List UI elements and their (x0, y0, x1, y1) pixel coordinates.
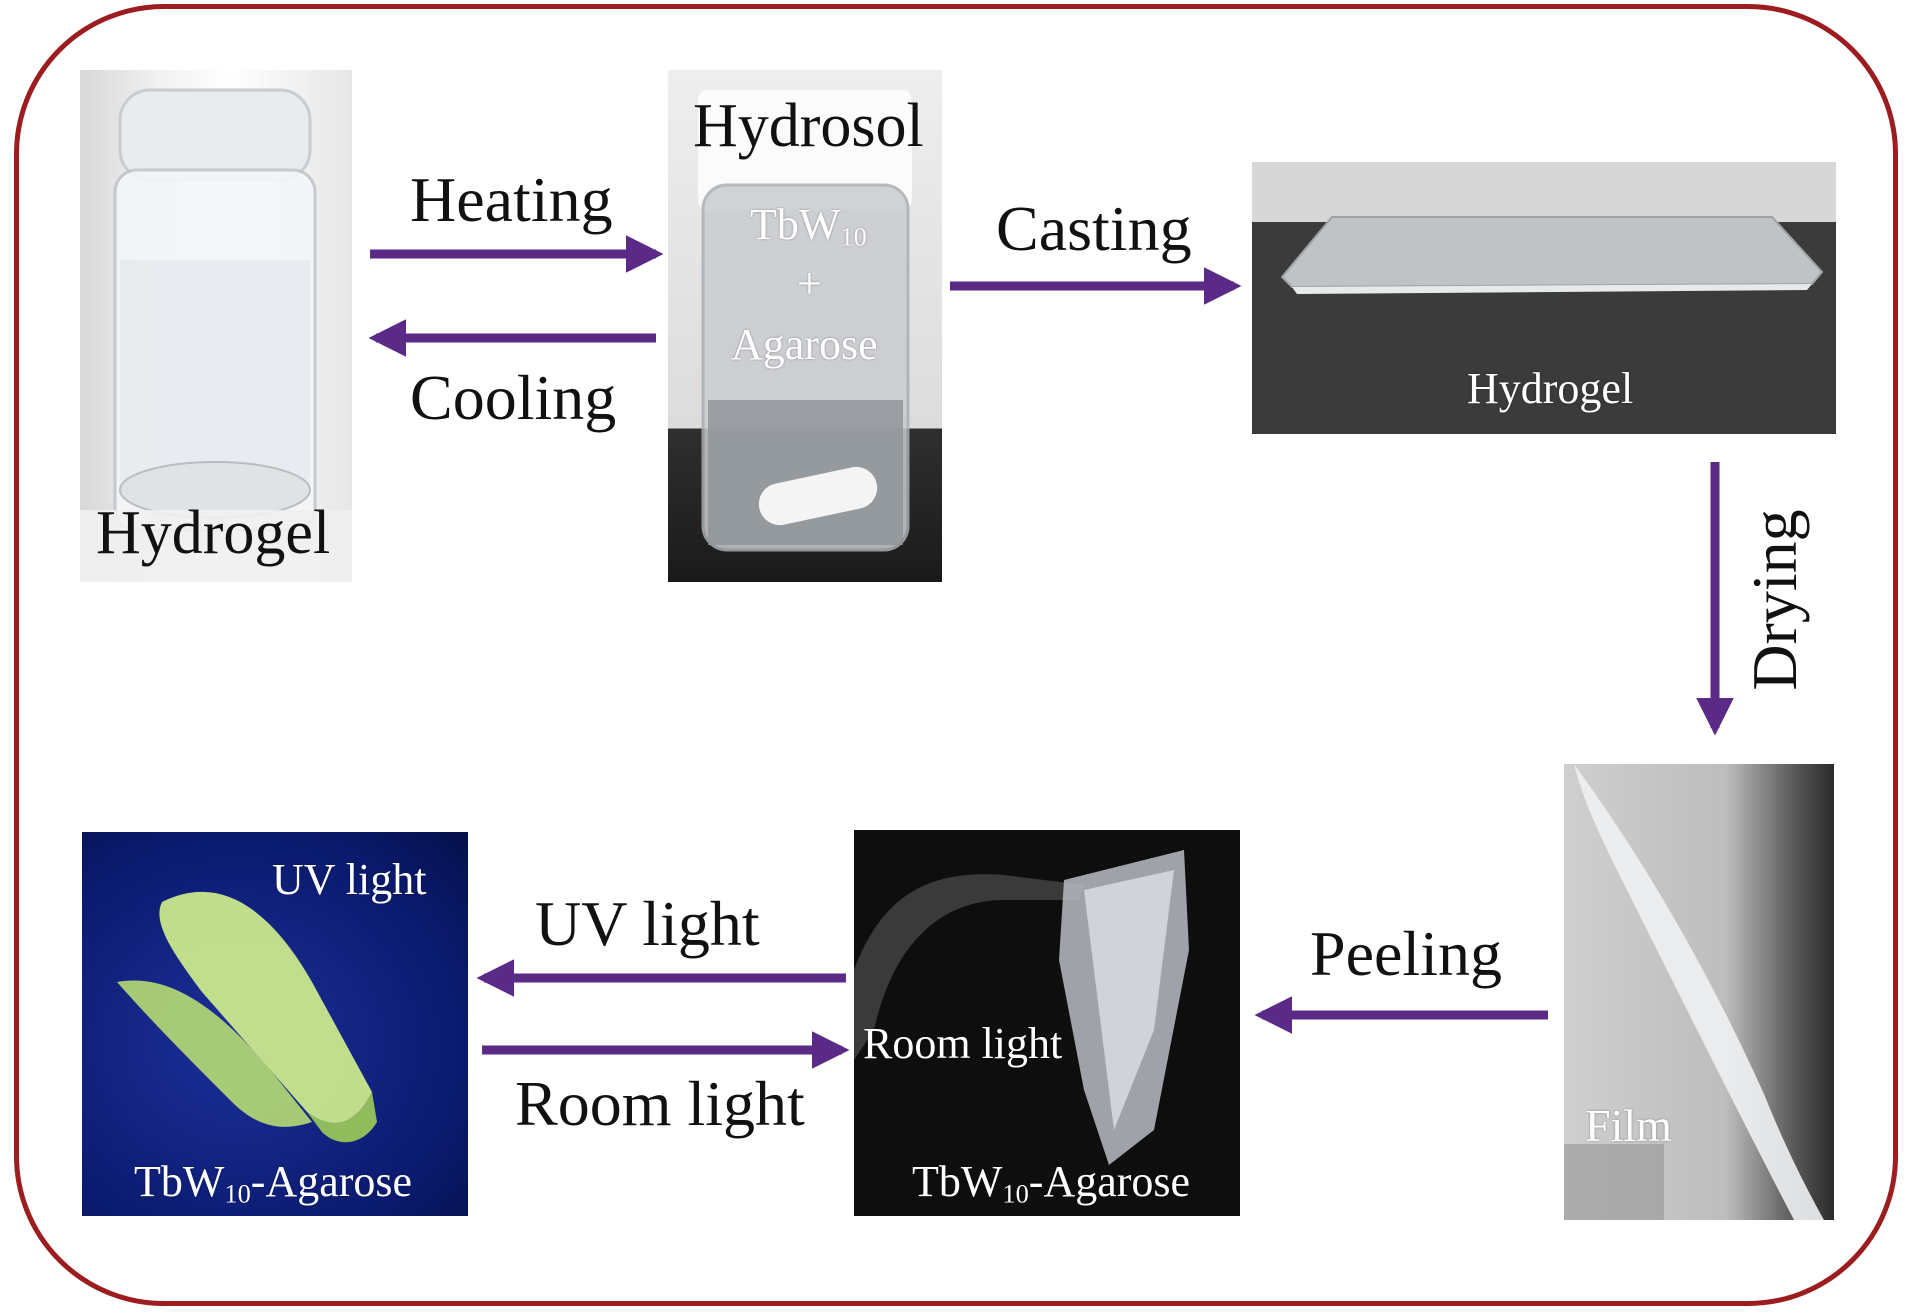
step-heating: Heating (410, 164, 613, 235)
label-uv-light-photo: UV light (272, 855, 427, 904)
photo-hydrogel-slab (1252, 162, 1836, 434)
photo-film (1564, 764, 1834, 1220)
label-plus: + (797, 259, 822, 308)
vial-drawing (80, 88, 352, 582)
label-vial-hydrogel: Hydrogel (96, 499, 331, 567)
step-uv-light: UV light (535, 888, 760, 959)
label-agarose: Agarose (731, 320, 878, 369)
room-film-drawing (854, 850, 1189, 1165)
film-drawing (1564, 764, 1824, 1220)
label-hydrosol: Hydrosol (693, 92, 924, 160)
rounded-frame (14, 4, 1898, 1306)
label-room-tbw10-agarose: TbW10-Agarose (912, 1157, 1191, 1209)
step-cooling: Cooling (410, 362, 617, 433)
step-peeling: Peeling (1310, 918, 1502, 989)
uv-film-drawing (117, 891, 377, 1143)
vial-drawing (698, 90, 912, 552)
step-drying: Drying (1739, 509, 1810, 691)
label-slab-hydrogel: Hydrogel (1467, 364, 1634, 413)
label-uv-tbw10-agarose: TbW10-Agarose (134, 1157, 413, 1209)
step-room-light: Room light (515, 1068, 805, 1139)
photo-vial-hydrogel (80, 70, 352, 582)
label-film: Film (1585, 1100, 1672, 1151)
step-casting: Casting (996, 193, 1192, 264)
photo-uv-light-film (82, 832, 468, 1216)
photo-room-light-film (854, 830, 1240, 1216)
label-tbw10: TbW10 (750, 200, 867, 252)
label-room-light-photo: Room light (863, 1019, 1063, 1068)
photo-vial-hydrosol (668, 70, 942, 582)
slab-drawing (1252, 162, 1836, 294)
